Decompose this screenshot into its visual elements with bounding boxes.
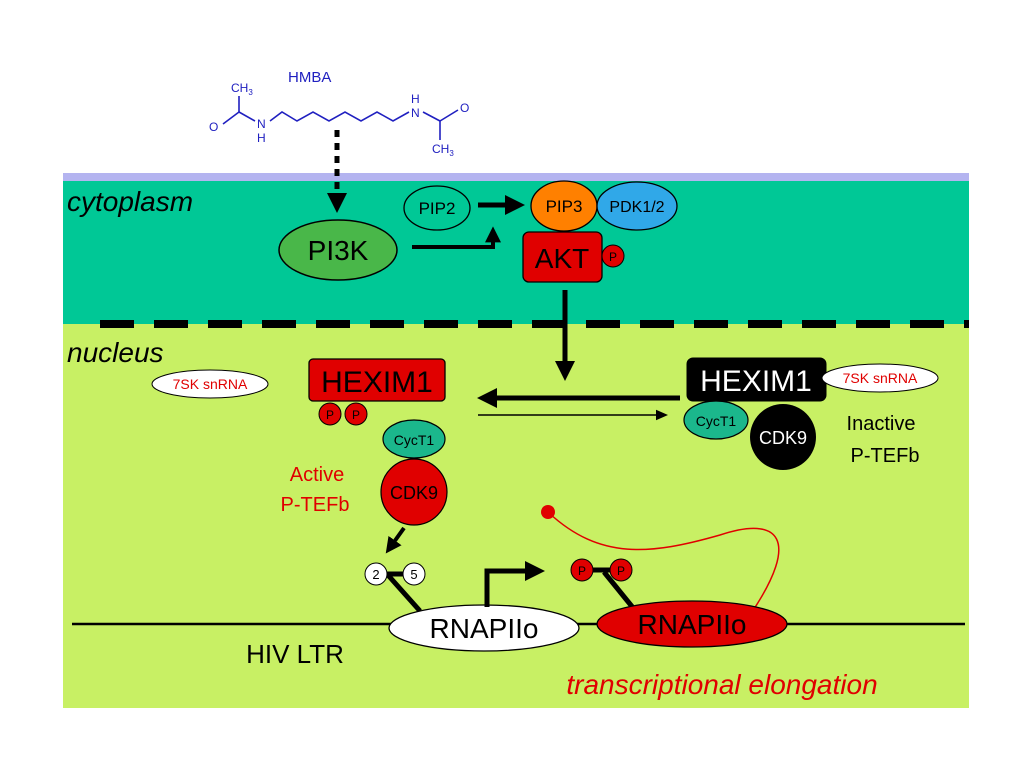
cdk9-inactive-node [750,404,816,470]
pi3k-label: PI3K [308,235,369,266]
akt-label: AKT [535,243,589,274]
cdk9-active-node [380,458,448,526]
rnapii-paused-label: RNAPIIo [430,613,539,644]
hmba-structure [222,96,459,140]
rnapii-elongating-label: RNAPIIo [638,609,747,640]
hmba-oxygen-right: O [460,101,469,115]
ctd-stalk-right [602,570,636,611]
transcription-start-arrow [484,561,546,607]
hexim1-phospho-2-label: P [352,408,360,422]
pi3k-node [278,219,398,281]
nascent-rna [548,512,780,613]
ctd-phospho-ser5 [609,558,633,582]
cdk9-to-ctd-arrow [385,526,406,554]
rna-5prime-cap [541,505,555,519]
hmba-nitrogen-right: N [411,106,420,120]
pip2-node [403,185,471,231]
ctd-ser2 [364,562,388,586]
akt-phospho [601,244,625,268]
elongation-label: transcriptional elongation [566,669,877,700]
snrna-free-label: 7SK snRNA [173,376,248,392]
cyct1-inactive-label: CycT1 [696,413,737,429]
pdk-node [596,181,678,231]
hmba-label: HMBA [288,69,331,86]
snrna-free-node [151,369,269,399]
snrna-bound-label: 7SK snRNA [843,370,918,386]
inactive-ptefb-line1: Inactive [847,413,916,435]
rnapii-elongating-node [596,600,788,648]
ctd-phospho-ser2 [570,558,594,582]
cyct1-active-node [382,419,446,459]
hiv-ltr-label: HIV LTR [246,639,344,669]
active-ptefb-line2: P-TEFb [281,494,350,516]
hexim1-phospho-2 [344,402,368,426]
inactive-ptefb-line2: P-TEFb [851,445,920,467]
cdk9-active-label: CDK9 [390,483,438,503]
nucleus-label: nucleus [67,337,164,368]
hexim1-phospho-1-label: P [326,408,334,422]
hmba-ch3-left: CH3 [231,81,253,97]
hexim1-active-node [308,358,446,402]
ctd-ser5-label: 5 [410,567,417,582]
ctd-phospho-ser5-label: P [617,564,625,578]
cyct1-inactive-node [683,400,749,440]
ctd-ser2-label: 2 [372,567,379,582]
cytoplasm-label: cytoplasm [67,186,193,217]
hexim1-active-label: HEXIM1 [321,366,433,399]
pi3k-to-pip3-arrow [412,226,501,249]
hmba-hydrogen-right: H [411,92,420,106]
pdk-label: PDK1/2 [609,199,664,216]
cytoplasm-region [63,181,969,324]
hmba-hydrogen-left: H [257,131,266,145]
hmba-ch3-right: CH3 [432,142,454,158]
hexim1-inactive-label: HEXIM1 [700,365,812,398]
cdk9-inactive-label: CDK9 [759,428,807,448]
snrna-bound-node [821,363,939,393]
active-ptefb-line1: Active [290,464,344,486]
pip2-label: PIP2 [419,199,456,218]
pip3-label: PIP3 [546,197,583,216]
cyct1-active-label: CycT1 [394,432,435,448]
ctd-ser5 [402,562,426,586]
akt-phospho-label: P [609,250,617,264]
ctd-stalk-left [385,572,422,613]
hmba-nitrogen-left: N [257,117,266,131]
rnapii-paused-node [388,604,580,652]
hexim1-phospho-1 [318,402,342,426]
ctd-phospho-ser2-label: P [578,564,586,578]
membrane-band [63,173,969,181]
hmba-oxygen-left: O [209,120,218,134]
